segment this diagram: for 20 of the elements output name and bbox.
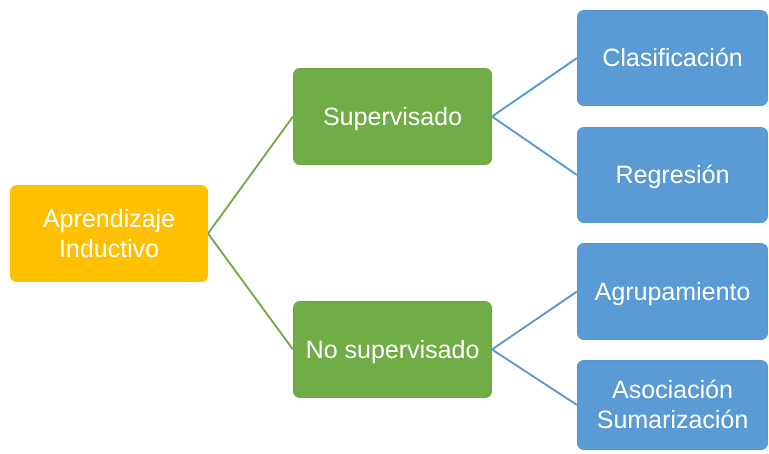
category-box [10, 185, 208, 282]
node-label: No supervisado [306, 334, 480, 364]
category-box [293, 301, 492, 398]
category-box [577, 360, 768, 450]
category-box [577, 243, 768, 340]
connector-line [491, 57, 578, 118]
node-label: Supervisado [323, 102, 462, 132]
category-box [577, 10, 768, 106]
node-label: Regresión [616, 160, 730, 190]
category-box [577, 127, 768, 223]
connector-line [207, 116, 294, 234]
node-label: Clasificación [602, 43, 743, 73]
node-label: Aprendizaje Inductivo [42, 204, 176, 264]
connector-line [491, 348, 578, 406]
connector-line [491, 116, 578, 176]
category-box [293, 68, 492, 165]
node-label: Asociación Sumarización [596, 375, 750, 435]
connector-line [491, 290, 578, 350]
connector-line [207, 232, 294, 350]
node-label: Agrupamiento [594, 276, 750, 306]
